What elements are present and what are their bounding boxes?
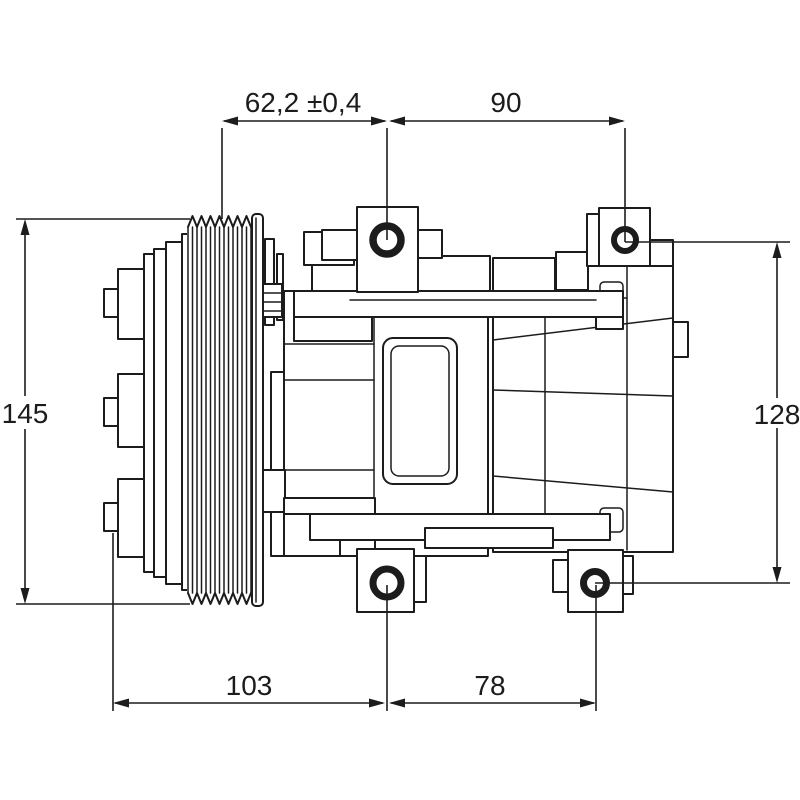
hub-plate-middle [117,373,145,448]
pulley [187,213,264,607]
dimension-right-128: 128 [595,241,800,584]
dim-top-right-90: 90 [389,87,626,242]
mounting-lug-front-top [321,206,443,293]
mounting-lug-front-bottom [356,548,427,613]
pulley-rear-flange [251,213,264,607]
bottom-rails [283,497,611,557]
sub-rail [293,316,373,342]
dim-text-78: 78 [474,670,505,701]
dim-text-90: 90 [490,87,521,118]
shaft-neck [249,238,284,326]
pulley-rib-lines [187,226,252,594]
dim-text-145: 145 [2,398,49,429]
rear-side-tab [672,321,689,358]
dim-text-103: 103 [226,670,273,701]
rear-housing [492,207,689,613]
dim-bottom-left-103: 103 [112,533,388,711]
arrowhead-up [20,219,30,235]
hub-boss-bottom [103,502,119,532]
mounting-lug-rear-bottom [552,549,634,613]
hub-boss-top [103,288,119,318]
arrowhead-down [20,588,30,604]
rear-housing-top-block [555,251,589,291]
hub-plate-top [117,268,145,340]
arrowhead-right [369,698,385,708]
arrowhead-right [609,116,625,126]
arrowhead-right [371,116,387,126]
dimension-top: 62,2 ±0,4 90 [221,87,626,242]
front-top-lug-block-right [417,229,443,259]
arrowhead-left [113,698,129,708]
hub-boss-middle [103,397,119,427]
rear-bottom-lug-step-right [622,555,634,595]
arrowhead-up [772,242,782,258]
dimension-bottom: 103 78 [112,533,597,711]
dimension-left-145: 145 [2,218,190,605]
mounting-lug-rear-top [586,207,651,267]
pulley-groove-teeth-bottom [187,592,252,605]
dim-bottom-right-78: 78 [389,585,597,711]
pulley-groove-teeth-top [187,215,252,228]
front-bottom-lug-step [413,555,427,603]
front-top-lug-block-left [321,229,358,261]
arrowhead-left [389,116,405,126]
front-left-panel [270,371,285,557]
rear-housing-corner-block [649,239,674,267]
arrowhead-left [389,698,405,708]
clutch-hub [103,233,189,591]
dim-text-62-2: 62,2 ±0,4 [245,87,362,118]
arrowhead-down [772,567,782,583]
arrowhead-left [222,116,238,126]
arrowhead-right [580,698,596,708]
top-rail-step [595,316,624,330]
label-plate [382,337,458,485]
dim-text-128: 128 [754,399,800,430]
hub-plate-bottom [117,478,145,558]
rear-bottom-lug-step-left [552,559,569,593]
front-left-block [262,469,286,513]
dim-top-left-62-2: 62,2 ±0,4 [221,87,388,240]
top-rail [293,290,624,318]
rear-top-lug-block [586,213,600,267]
